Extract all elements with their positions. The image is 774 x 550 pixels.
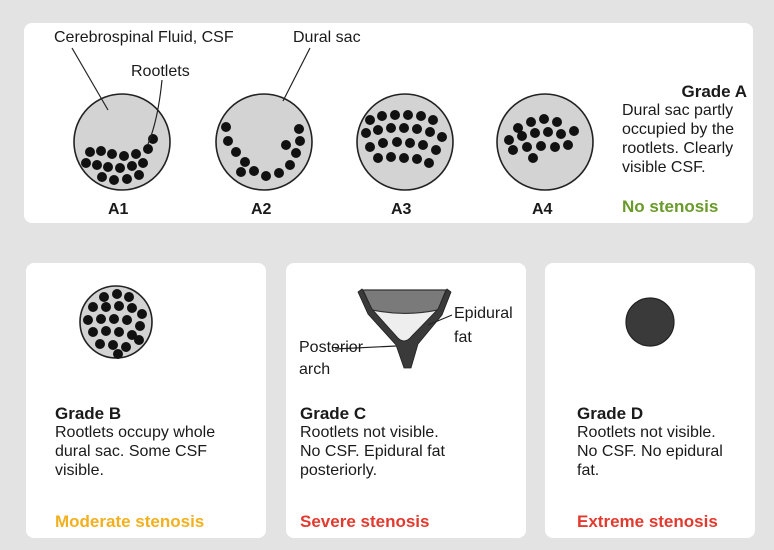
grade-a-status: No stenosis bbox=[622, 197, 718, 217]
dural-sac-label: Dural sac bbox=[293, 29, 361, 46]
grade-d-desc-line: fat. bbox=[577, 461, 747, 480]
grade-a-desc-line: Dural sac partly bbox=[622, 101, 747, 120]
fat-label: fat bbox=[454, 329, 472, 346]
grade-d-title: Grade D bbox=[577, 404, 747, 423]
dural-sac-c-shape bbox=[363, 290, 446, 314]
grade-c-description: Grade C Rootlets not visible. No CSF. Ep… bbox=[300, 404, 515, 480]
grade-a-desc-line: visible CSF. bbox=[622, 158, 747, 177]
grade-c-desc-line: No CSF. Epidural fat bbox=[300, 442, 515, 461]
grade-b-title: Grade B bbox=[55, 404, 260, 423]
grade-c-title: Grade C bbox=[300, 404, 515, 423]
grade-b-desc-line: Rootlets occupy whole bbox=[55, 423, 260, 442]
dural-sac-pointer-line bbox=[283, 48, 310, 101]
arch-label: arch bbox=[299, 361, 330, 378]
grade-a-title: Grade A bbox=[622, 82, 747, 101]
rootlets-label: Rootlets bbox=[131, 63, 190, 80]
grade-a-desc-line: occupied by the bbox=[622, 120, 747, 139]
grade-c-desc-line: Rootlets not visible. bbox=[300, 423, 515, 442]
grade-d-desc-line: No CSF. No epidural bbox=[577, 442, 747, 461]
grade-d-status: Extreme stenosis bbox=[577, 512, 718, 532]
circle-label-a3: A3 bbox=[391, 201, 412, 218]
grade-c-illustration: Epidural fat Posterior arch bbox=[299, 289, 513, 378]
grade-b-panel bbox=[26, 263, 266, 538]
posterior-label: Posterior bbox=[299, 339, 364, 356]
circle-label-a2: A2 bbox=[251, 201, 272, 218]
grade-c-desc-line: posteriorly. bbox=[300, 461, 515, 480]
circle-label-a1: A1 bbox=[108, 201, 129, 218]
grade-b-desc-line: dural sac. Some CSF bbox=[55, 442, 260, 461]
dural-sac-a3 bbox=[357, 94, 453, 190]
circle-label-a4: A4 bbox=[532, 201, 553, 218]
grade-b-description: Grade B Rootlets occupy whole dural sac.… bbox=[55, 404, 260, 480]
grade-c-status: Severe stenosis bbox=[300, 512, 429, 532]
grade-b-status: Moderate stenosis bbox=[55, 512, 204, 532]
grade-d-desc-line: Rootlets not visible. bbox=[577, 423, 747, 442]
csf-pointer-line bbox=[72, 48, 108, 110]
epidural-label: Epidural bbox=[454, 305, 513, 322]
grade-d-description: Grade D Rootlets not visible. No CSF. No… bbox=[577, 404, 747, 480]
grade-a-desc-line: rootlets. Clearly bbox=[622, 139, 747, 158]
grade-a-description: Grade A Dural sac partly occupied by the… bbox=[622, 82, 747, 177]
grade-b-desc-line: visible. bbox=[55, 461, 260, 480]
csf-label: Cerebrospinal Fluid, CSF bbox=[54, 29, 234, 46]
grade-d-panel bbox=[545, 263, 755, 538]
